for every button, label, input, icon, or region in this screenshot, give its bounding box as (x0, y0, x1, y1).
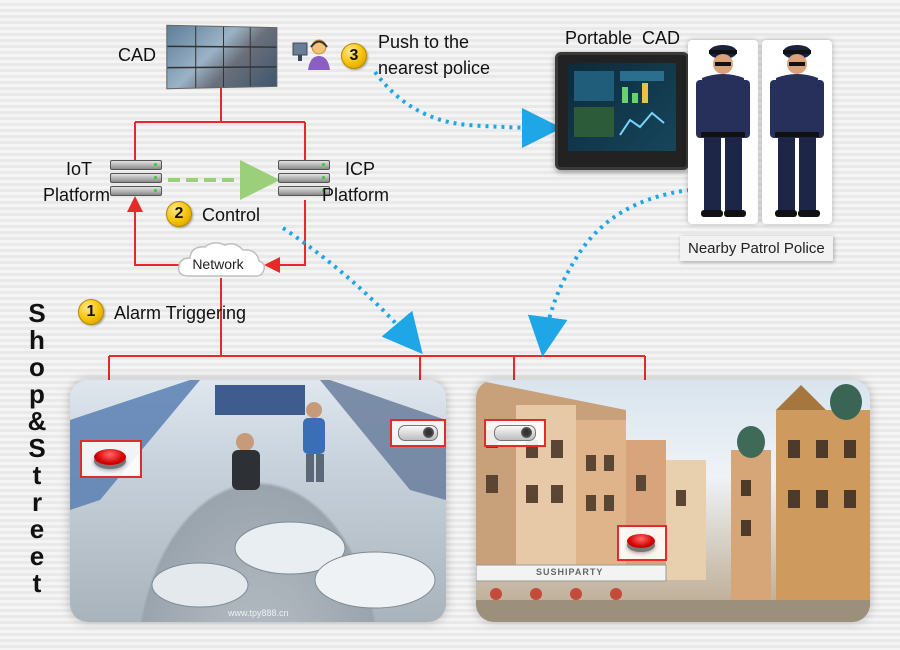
shop-and-street-vertical-label: S h o p & S t r e e t (27, 298, 47, 598)
shop-alarm-button-box (80, 440, 142, 478)
portable-cad-label: Portable CAD (565, 28, 681, 48)
camera-icon (398, 425, 438, 441)
street-awning-sign: SUSHIPARTY (536, 567, 604, 577)
icp-platform-label-line2: Platform (322, 185, 390, 205)
alarm-button-icon (94, 449, 126, 465)
cad-label: CAD (118, 45, 157, 65)
street-camera-box (484, 419, 546, 447)
alarm-button-icon (627, 534, 655, 548)
network-cloud-icon: Network (175, 240, 267, 280)
step-1-text: Alarm Triggering (114, 303, 247, 323)
street-alarm-button-box (617, 525, 667, 561)
shop-watermark: www.tpy888.cn (228, 608, 289, 618)
street-camera-view: SUSHIPARTY (476, 380, 870, 622)
step-2-text: Control (202, 205, 261, 225)
police-officer-image-2 (762, 40, 832, 224)
portable-cad-tablet-icon (555, 52, 689, 170)
icp-server-icon (278, 160, 330, 199)
step-2-badge: 2 (166, 201, 192, 227)
iot-server-icon (110, 160, 162, 199)
iot-platform-label-line2: Platform (43, 185, 111, 205)
police-officer-image-1 (688, 40, 758, 224)
shop-camera-view: www.tpy888.cn (70, 380, 446, 622)
iot-platform-label-line1: IoT (66, 159, 93, 179)
step-1-badge: 1 (78, 299, 104, 325)
step-3-badge: 3 (341, 43, 367, 69)
network-label: Network (192, 256, 244, 272)
step-3-text-line1: Push to the (378, 32, 470, 52)
police-caption: Nearby Patrol Police (680, 236, 833, 261)
step-3-text-line2: nearest police (378, 58, 491, 78)
camera-icon (494, 425, 536, 441)
shop-camera-box (390, 419, 446, 447)
operator-icon (292, 36, 332, 70)
icp-platform-label-line1: ICP (345, 159, 376, 179)
cad-video-wall-icon (166, 24, 278, 90)
